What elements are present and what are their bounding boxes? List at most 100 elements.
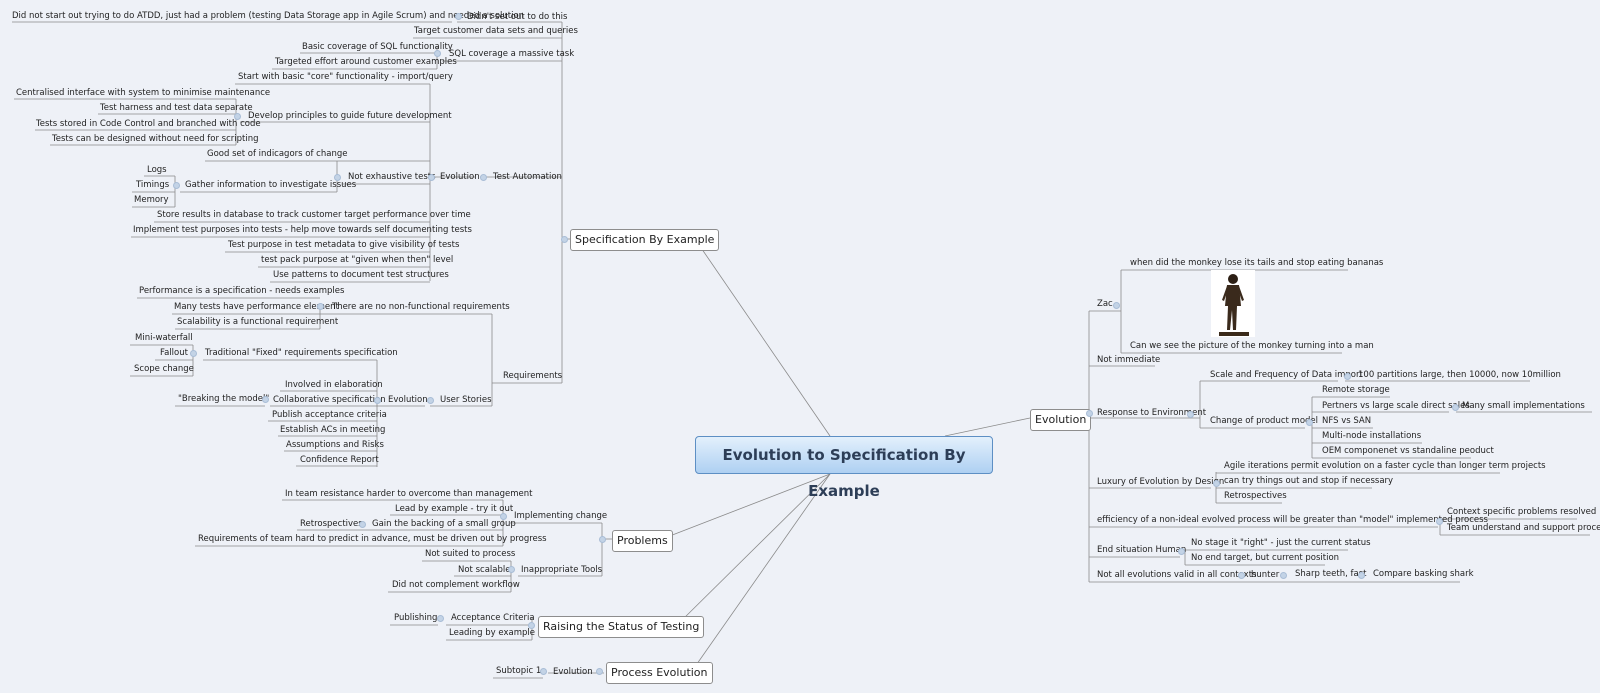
node[interactable]: Test purpose in test metadata to give vi… [228, 240, 460, 250]
node[interactable]: Publish acceptance criteria [272, 410, 387, 420]
node[interactable]: Leading by example [449, 628, 535, 638]
node[interactable]: Inappropriate Tools [521, 565, 603, 575]
node[interactable]: Collaborative specification [273, 395, 386, 405]
node[interactable]: Scalability is a functional requirement [177, 317, 339, 327]
node[interactable]: Didn't set out to do this [467, 12, 568, 22]
node[interactable]: Many small implementations [1462, 401, 1585, 411]
node[interactable]: Not exhaustive tests [348, 172, 436, 182]
collapse-dot-icon[interactable] [1187, 411, 1194, 418]
node[interactable]: Target customer data sets and queries [414, 26, 578, 36]
collapse-dot-icon[interactable] [540, 668, 547, 675]
collapse-dot-icon[interactable] [173, 182, 180, 189]
collapse-dot-icon[interactable] [1178, 548, 1185, 555]
node[interactable]: Evolution [440, 172, 480, 182]
node[interactable]: Can we see the picture of the monkey tur… [1130, 341, 1374, 351]
node[interactable]: Implementing change [514, 511, 608, 521]
node[interactable]: End situation Human [1097, 545, 1187, 555]
node[interactable]: Test harness and test data separate [100, 103, 253, 113]
node[interactable]: 100 partitions large, then 10000, now 10… [1358, 370, 1561, 380]
collapse-dot-icon[interactable] [428, 174, 435, 181]
node[interactable]: Requirements of team hard to predict in … [198, 534, 547, 544]
collapse-dot-icon[interactable] [1436, 518, 1443, 525]
collapse-dot-icon[interactable] [596, 668, 603, 675]
node[interactable]: Performance is a specification - needs e… [139, 286, 345, 296]
collapse-dot-icon[interactable] [262, 396, 269, 403]
collapse-dot-icon[interactable] [359, 521, 366, 528]
node[interactable]: Implement test purposes into tests - hel… [133, 225, 472, 235]
node[interactable]: Luxury of Evolution by Design [1097, 477, 1225, 487]
node[interactable]: Team understand and support process [1447, 523, 1600, 533]
node[interactable]: Retrospectives [1224, 491, 1287, 501]
collapse-dot-icon[interactable] [434, 50, 441, 57]
node[interactable]: Remote storage [1322, 385, 1390, 395]
node[interactable]: Logs [147, 165, 167, 175]
node[interactable]: Store results in database to track custo… [157, 210, 471, 220]
node[interactable]: Requirements [503, 371, 563, 381]
node[interactable]: Lead by example - try it out [395, 504, 514, 514]
collapse-dot-icon[interactable] [500, 513, 507, 520]
collapse-dot-icon[interactable] [1452, 404, 1459, 411]
node[interactable]: Zac [1097, 299, 1113, 309]
collapse-dot-icon[interactable] [1213, 480, 1220, 487]
collapse-dot-icon[interactable] [437, 615, 444, 622]
node[interactable]: test pack purpose at "given when then" l… [261, 255, 454, 265]
node[interactable]: when did the monkey lose its tails and s… [1130, 258, 1384, 268]
node[interactable]: Evolution [388, 395, 428, 405]
collapse-dot-icon[interactable] [508, 566, 515, 573]
collapse-dot-icon[interactable] [234, 113, 241, 120]
node[interactable]: Scale and Frequency of Data import [1210, 370, 1363, 380]
node[interactable]: Tests can be designed without need for s… [52, 134, 259, 144]
collapse-dot-icon[interactable] [455, 13, 462, 20]
collapse-dot-icon[interactable] [480, 174, 487, 181]
node[interactable]: Pertners vs large scale direct sales [1322, 401, 1470, 411]
node[interactable]: Evolution [553, 667, 593, 677]
node[interactable]: Establish ACs in meeting [280, 425, 386, 435]
collapse-dot-icon[interactable] [599, 536, 606, 543]
node[interactable]: Memory [134, 195, 169, 205]
topic-specification-by-example[interactable]: Specification By Example [570, 229, 720, 251]
node[interactable]: There are no non-functional requirements [332, 302, 510, 312]
node[interactable]: In team resistance harder to overcome th… [285, 489, 533, 499]
node[interactable]: Not suited to process [425, 549, 516, 559]
node[interactable]: Traditional "Fixed" requirements specifi… [205, 348, 398, 358]
node[interactable]: Multi-node installations [1322, 431, 1422, 441]
node[interactable]: No end target, but current position [1191, 553, 1340, 563]
node[interactable]: No stage it "right" - just the current s… [1191, 538, 1371, 548]
collapse-dot-icon[interactable] [1086, 410, 1093, 417]
node[interactable]: Subtopic 1 [496, 666, 542, 676]
collapse-dot-icon[interactable] [190, 350, 197, 357]
topic-process-evolution[interactable]: Process Evolution [606, 662, 713, 684]
node[interactable]: Basic coverage of SQL functionality [302, 42, 453, 52]
node[interactable]: Acceptance Criteria [451, 613, 535, 623]
node[interactable]: Many tests have performance element [174, 302, 339, 312]
node[interactable]: Retrospectives [300, 519, 363, 529]
collapse-dot-icon[interactable] [528, 622, 535, 629]
node[interactable]: Change of product model [1210, 416, 1319, 426]
collapse-dot-icon[interactable] [374, 397, 381, 404]
node[interactable]: hunter [1251, 570, 1280, 580]
node[interactable]: Good set of indicagors of change [207, 149, 348, 159]
node[interactable]: Assumptions and Risks [286, 440, 384, 450]
node[interactable]: Confidence Report [300, 455, 379, 465]
collapse-dot-icon[interactable] [1238, 572, 1245, 579]
node[interactable]: Sharp teeth, fast [1295, 569, 1367, 579]
node[interactable]: Tests stored in Code Control and branche… [36, 119, 261, 129]
collapse-dot-icon[interactable] [1113, 302, 1120, 309]
collapse-dot-icon[interactable] [1280, 572, 1287, 579]
collapse-dot-icon[interactable] [561, 236, 568, 243]
node[interactable]: "Breaking the model" [178, 394, 270, 404]
node[interactable]: NFS vs SAN [1322, 416, 1372, 426]
topic-raising-status[interactable]: Raising the Status of Testing [538, 616, 705, 638]
topic-evolution[interactable]: Evolution [1030, 409, 1092, 431]
node[interactable]: Involved in elaboration [285, 380, 383, 390]
node[interactable]: Gain the backing of a small group [372, 519, 516, 529]
node[interactable]: Gather information to investigate issues [185, 180, 357, 190]
node[interactable]: Fallout [160, 348, 188, 358]
node[interactable]: Agile iterations permit evolution on a f… [1224, 461, 1546, 471]
node[interactable]: Did not start out trying to do ATDD, jus… [12, 11, 525, 21]
collapse-dot-icon[interactable] [1344, 373, 1351, 380]
node[interactable]: Response to Environment [1097, 408, 1207, 418]
node[interactable]: Not scalable [458, 565, 511, 575]
node[interactable]: Test Automation [493, 172, 562, 182]
node[interactable]: efficiency of a non-ideal evolved proces… [1097, 515, 1488, 525]
